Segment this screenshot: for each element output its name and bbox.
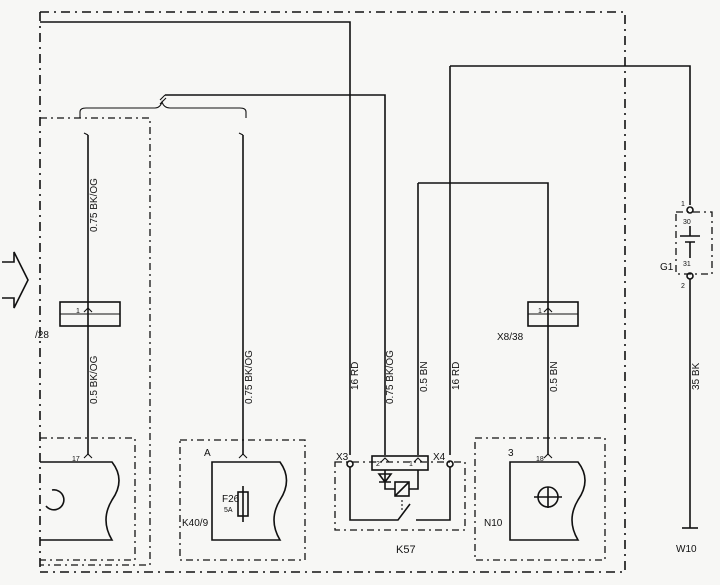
left-component-pin: 17 [72,456,80,463]
left-component-body [40,461,120,541]
g1-pin2: 2 [681,283,685,290]
connector-left-label: /28 [35,330,49,341]
n10-frame [474,437,606,561]
wire-k40-end [238,132,244,136]
k40-terminal: A [204,448,211,459]
battery-symbol-icon [680,226,700,258]
wire-16rd-left [40,21,351,455]
connector-left-arrow-icon [83,307,93,313]
g1-terminal-top [686,206,694,214]
n10-body [509,461,586,541]
continuation-arrow-icon [2,251,29,309]
wire-label-w9: 35 BK [691,362,702,390]
k57-pin-arrows-icon [380,457,423,463]
g1-term30: 30 [683,219,691,226]
g1-frame [675,211,713,275]
g1-pin1: 1 [681,201,685,208]
k57-pin1: 1 [409,461,413,468]
brace-split [159,94,167,105]
x3-label: X3 [336,452,349,463]
connector-right-arrow-icon [543,307,553,313]
fuse-rating: 5A [224,507,233,514]
wire-left-end [83,132,89,136]
left-component-arrow-icon [83,453,93,459]
wire-label-w1: 0.75 BK/OG [89,178,100,232]
wire-label-w3: 0.75 BK/OG [244,350,255,404]
wire-label-w2: 0.5 BK/OG [89,355,100,404]
left-component-frame [40,437,136,561]
diode-icon [377,470,393,484]
wire-075-bkog-center [165,94,386,455]
k57-pin2: 2 [376,461,380,468]
motor-symbol-icon [45,489,65,511]
relay-coil-wires [384,470,419,490]
n10-arrow-icon [543,453,553,459]
outer-frame [40,11,626,573]
n10-label: N10 [484,518,503,529]
wire-label-w7: 16 RD [451,362,462,390]
wire-label-w4: 16 RD [350,362,361,390]
k57-connector [371,455,429,471]
fuse-label: F26 [222,494,240,505]
wire-top-right [450,65,691,205]
wire-label-w8: 0.5 BN [549,361,560,392]
w10-label: W10 [676,544,697,555]
g1-term31: 31 [683,261,691,268]
left-module-frame [40,117,151,566]
wire-label-w5: 0.75 BK/OG [385,350,396,404]
k40-frame [179,439,306,561]
k40-label: K40/9 [182,518,209,529]
k40-body [211,461,288,541]
sensor-crosshair [534,487,562,508]
n10-pin: 18 [536,456,544,463]
x4-label: X4 [433,452,446,463]
connector-right-label: X8/38 [497,332,524,343]
brace [79,100,247,118]
g1-label: G1 [660,262,674,273]
k57-label: K57 [396,544,416,556]
k40-arrow-icon [238,453,248,459]
wire-label-w6: 0.5 BN [419,361,430,392]
connector-right-pin: 1 [538,308,542,315]
relay-coil-diag [394,481,410,497]
wire-05bn-right [418,182,549,455]
connector-left-pin: 1 [76,308,80,315]
k57-frame [334,461,466,531]
n10-terminal: 3 [508,448,514,459]
relay-switch-icon [349,467,451,521]
